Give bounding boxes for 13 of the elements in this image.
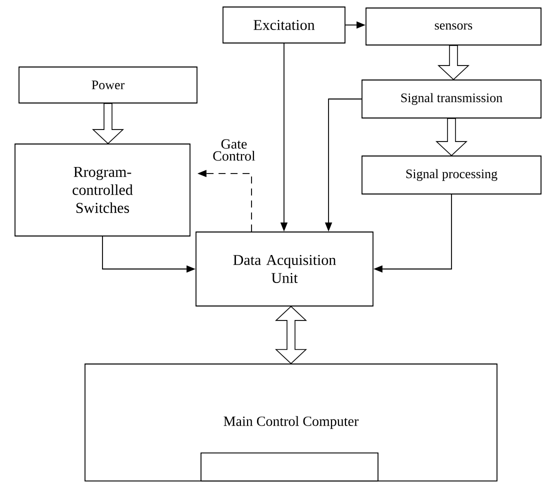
arrow <box>435 118 468 156</box>
arrow <box>92 103 124 144</box>
process-box: Rrogram-controlled Switches <box>14 144 190 236</box>
edge-label: Gate Control <box>203 138 265 162</box>
process-box: Signal processing <box>362 156 542 194</box>
process-box: sensors <box>366 8 542 46</box>
process-box: Excitation <box>222 6 346 44</box>
computer-box: Main Control Computer <box>84 364 498 482</box>
process-box: Data Acquisition Unit <box>196 232 374 306</box>
arrow <box>437 45 470 80</box>
process-box: Signal transmission <box>362 80 542 118</box>
software-box <box>200 452 378 482</box>
process-box: Power <box>18 66 198 104</box>
